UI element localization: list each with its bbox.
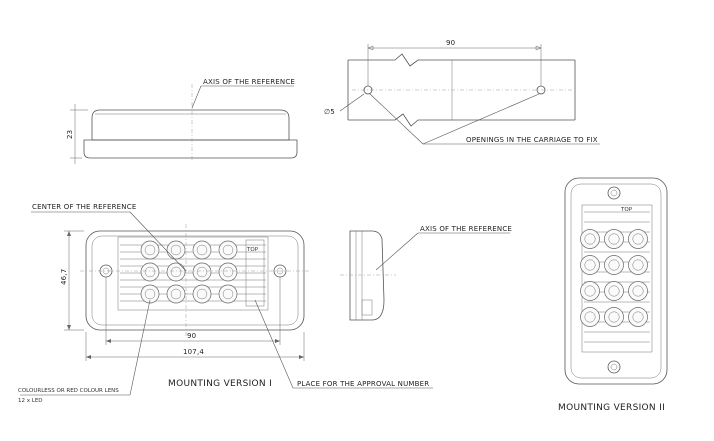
led-lens	[628, 307, 648, 327]
led-lens	[580, 307, 600, 327]
led-lens-inner	[196, 244, 208, 256]
led-lens	[628, 255, 648, 275]
dim-hole-diameter: ∅5	[324, 108, 335, 116]
led-lens	[628, 281, 648, 301]
led-lens	[580, 255, 600, 275]
led-grid-vertical	[580, 229, 648, 327]
label-axis-reference-side: AXIS OF THE REFERENCE	[420, 225, 512, 233]
led-lens-inner	[584, 311, 596, 323]
led-lens	[166, 262, 186, 282]
led-lens	[140, 262, 160, 282]
led-lens-inner	[584, 285, 596, 297]
led-lens	[604, 229, 624, 249]
led-lens	[218, 284, 238, 304]
label-axis-reference-top: AXIS OF THE REFERENCE	[203, 78, 295, 86]
led-lens-inner	[632, 233, 644, 245]
caption-mounting-2: MOUNTING VERSION II	[558, 403, 665, 413]
led-grid-front	[140, 240, 238, 304]
led-lens	[580, 281, 600, 301]
led-lens	[604, 255, 624, 275]
led-lens	[192, 262, 212, 282]
led-lens-inner	[170, 288, 182, 300]
front-view-mounting-1: TOP 46,7 90 107,4 CENTER OF THE REFERENC…	[18, 203, 433, 404]
led-lens-inner	[196, 266, 208, 278]
side-view: AXIS OF THE REFERENCE	[340, 225, 512, 321]
top-mark-vertical: TOP	[620, 207, 633, 213]
label-lens-note-2: 12 x LED	[18, 398, 43, 404]
led-lens	[140, 240, 160, 260]
led-lens-inner	[584, 233, 596, 245]
led-lens-inner	[170, 266, 182, 278]
caption-mounting-1: MOUNTING VERSION I	[168, 379, 272, 389]
led-lens-inner	[632, 311, 644, 323]
led-lens	[166, 240, 186, 260]
led-lens	[218, 262, 238, 282]
led-lens	[628, 229, 648, 249]
led-lens	[218, 240, 238, 260]
top-mark-front: TOP	[246, 247, 259, 253]
mounting-holes-view: 90 ∅5 OPENINGS IN THE CARRIAGE TO FIX	[324, 39, 600, 145]
label-approval-place: PLACE FOR THE APPROVAL NUMBER	[297, 380, 429, 388]
led-lens-inner	[584, 259, 596, 271]
led-lens	[580, 229, 600, 249]
led-lens-inner	[632, 285, 644, 297]
led-lens	[140, 284, 160, 304]
led-lens-inner	[632, 259, 644, 271]
top-view: 23 AXIS OF THE REFERENCE	[66, 78, 298, 164]
dim-hole-spacing-90: 90	[446, 39, 455, 47]
led-lens-inner	[222, 288, 234, 300]
led-lens-inner	[222, 244, 234, 256]
led-lens-inner	[196, 288, 208, 300]
led-lens-inner	[144, 266, 156, 278]
label-lens-note-1: COLOURLESS OR RED COLOUR LENS	[18, 388, 119, 394]
led-lens-inner	[608, 259, 620, 271]
dim-front-hole-spacing-90: 90	[187, 332, 196, 340]
led-lens-inner	[608, 285, 620, 297]
led-lens	[192, 284, 212, 304]
led-lens	[166, 284, 186, 304]
led-lens	[604, 307, 624, 327]
dim-height-46-7: 46,7	[60, 269, 68, 285]
led-lens-inner	[608, 311, 620, 323]
led-lens-inner	[144, 288, 156, 300]
label-openings: OPENINGS IN THE CARRIAGE TO FIX	[466, 136, 598, 144]
front-view-mounting-2: TOP MOUNTING VERSION II	[558, 177, 668, 413]
led-lens	[604, 281, 624, 301]
led-lens-inner	[608, 233, 620, 245]
label-center-reference: CENTER OF THE REFERENCE	[32, 203, 136, 211]
led-lens-inner	[170, 244, 182, 256]
led-lens-inner	[222, 266, 234, 278]
led-lens	[192, 240, 212, 260]
dim-overall-width-107-4: 107,4	[183, 348, 204, 356]
dim-height-23: 23	[66, 130, 74, 139]
led-lens-inner	[144, 244, 156, 256]
